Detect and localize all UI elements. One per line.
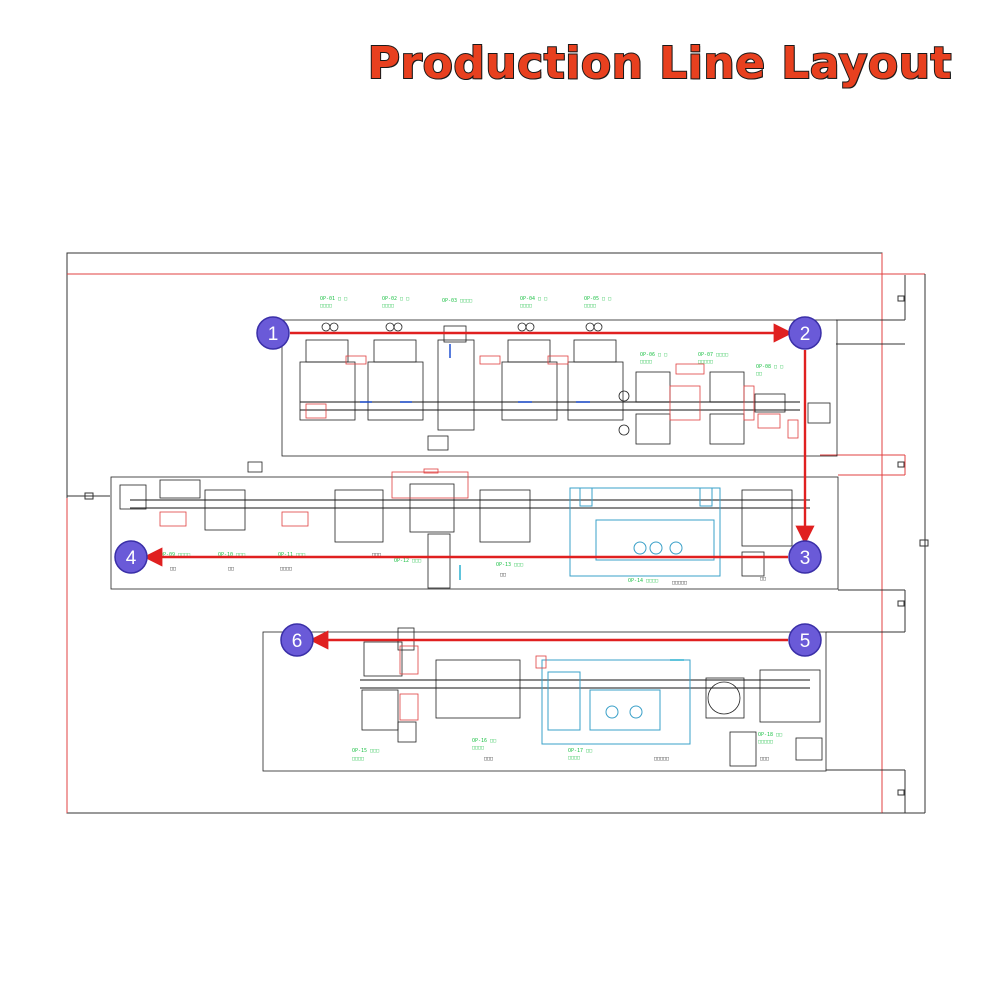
- svg-text:5: 5: [800, 631, 811, 652]
- svg-text:□□□□: □□□□: [568, 755, 580, 761]
- line-3-red-details: [399, 645, 547, 721]
- svg-text:OP-07 □□□□: OP-07 □□□□: [698, 352, 728, 358]
- svg-text:□□□□: □□□□: [520, 303, 532, 309]
- svg-text:□□□□: □□□□: [320, 303, 332, 309]
- step-marker-3: 3: [788, 540, 822, 574]
- svg-text:□□: □□: [170, 566, 176, 572]
- step-marker-6: 6: [280, 623, 314, 657]
- svg-text:OP-11 □□□: OP-11 □□□: [278, 552, 305, 558]
- svg-text:OP-18 □□: OP-18 □□: [758, 732, 782, 738]
- building-outline: [66, 252, 929, 814]
- svg-text:OP-14 □□□□: OP-14 □□□□: [628, 578, 658, 584]
- svg-text:OP-02 □ □: OP-02 □ □: [382, 296, 409, 302]
- line-3-labels: OP-15 □□□ □□□□ OP-16 □□ □□□□ OP-17 □□ □□…: [352, 732, 782, 762]
- svg-text:□□□: □□□: [484, 756, 493, 762]
- flow-arrows: [143, 323, 815, 650]
- line-1-area: OP-01 □ □ □□□□ OP-02 □ □ □□□□ OP-03 □□□□…: [281, 296, 838, 457]
- svg-text:□□: □□: [756, 371, 762, 377]
- svg-text:□□□□: □□□□: [640, 359, 652, 365]
- page-title: Production Line Layout: [367, 37, 953, 90]
- svg-text:□□□□: □□□□: [352, 756, 364, 762]
- svg-text:1: 1: [268, 324, 279, 345]
- step-marker-2: 2: [788, 316, 822, 350]
- step-marker-4: 4: [114, 540, 148, 574]
- line-1-blue-arrows: [360, 344, 590, 403]
- line-2-area: OP-09 □□□□ OP-10 □□□ OP-11 □□□ OP-12 □□□…: [110, 461, 839, 590]
- svg-text:OP-13 □□□: OP-13 □□□: [496, 562, 523, 568]
- svg-text:6: 6: [292, 631, 303, 652]
- line-2-red-details: [159, 468, 469, 527]
- line-2-labels: OP-09 □□□□ OP-10 □□□ OP-11 □□□ OP-12 □□□…: [160, 552, 766, 586]
- step-marker-5: 5: [788, 623, 822, 657]
- svg-text:□□□□□: □□□□□: [758, 739, 773, 745]
- svg-text:□□□□: □□□□: [584, 303, 596, 309]
- svg-text:□□□□: □□□□: [382, 303, 394, 309]
- svg-text:□□□: □□□: [760, 756, 769, 762]
- svg-text:□□: □□: [760, 576, 766, 582]
- svg-text:OP-05 □ □: OP-05 □ □: [584, 296, 611, 302]
- step-marker-1: 1: [256, 316, 290, 350]
- svg-text:OP-08 □ □: OP-08 □ □: [756, 364, 783, 370]
- svg-text:□□□□: □□□□: [472, 745, 484, 751]
- line-1-stations: [299, 322, 831, 451]
- svg-text:OP-16 □□: OP-16 □□: [472, 738, 496, 744]
- svg-text:OP-03 □□□□: OP-03 □□□□: [442, 298, 472, 304]
- step-markers: 1 2 3 4 5 6: [114, 316, 822, 657]
- svg-text:2: 2: [800, 324, 811, 345]
- svg-text:4: 4: [126, 548, 137, 569]
- svg-text:OP-06 □ □: OP-06 □ □: [640, 352, 667, 358]
- line-2-highlight-cell: [569, 487, 721, 577]
- svg-text:3: 3: [800, 548, 811, 569]
- svg-text:OP-17 □□: OP-17 □□: [568, 748, 592, 754]
- svg-text:□□□□□: □□□□□: [698, 359, 713, 365]
- svg-text:□□□: □□□: [372, 552, 381, 558]
- svg-text:OP-04 □ □: OP-04 □ □: [520, 296, 547, 302]
- line-1-labels: OP-01 □ □ □□□□ OP-02 □ □ □□□□ OP-03 □□□□…: [320, 296, 783, 377]
- line-3-stations: [361, 627, 823, 767]
- svg-text:OP-10 □□□: OP-10 □□□: [218, 552, 245, 558]
- svg-text:□□□□: □□□□: [280, 566, 292, 572]
- line-3-area: OP-15 □□□ □□□□ OP-16 □□ □□□□ OP-17 □□ □□…: [262, 627, 827, 772]
- svg-text:□□□□□: □□□□□: [654, 756, 669, 762]
- line-1-red-details: [305, 355, 799, 439]
- svg-text:OP-09 □□□□: OP-09 □□□□: [160, 552, 190, 558]
- svg-text:□□: □□: [228, 566, 234, 572]
- svg-text:OP-15 □□□: OP-15 □□□: [352, 748, 379, 754]
- svg-text:OP-12 □□□: OP-12 □□□: [394, 558, 421, 564]
- svg-text:OP-01 □ □: OP-01 □ □: [320, 296, 347, 302]
- svg-text:□□: □□: [500, 572, 506, 578]
- line-3-highlight-cell: [541, 659, 691, 745]
- line-2-stations: [119, 461, 793, 589]
- svg-text:□□□□□: □□□□□: [672, 580, 687, 586]
